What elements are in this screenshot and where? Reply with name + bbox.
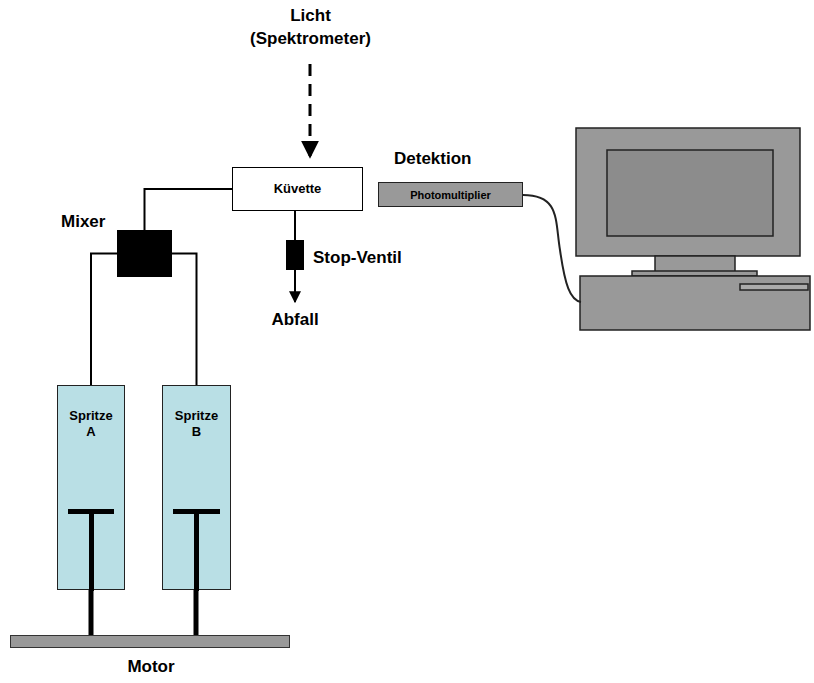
cuvette-box: Küvette	[232, 167, 363, 211]
waste-label: Abfall	[255, 308, 335, 331]
computer	[576, 128, 810, 330]
plunger-rod	[194, 514, 199, 591]
node-text: Photomultiplier	[410, 188, 491, 202]
light-source-label: Licht (Spektrometer)	[243, 4, 378, 50]
syringe: Spritze A	[57, 385, 125, 590]
node-heading: Detektion	[394, 148, 471, 169]
node-text: Spritze A	[64, 408, 118, 440]
tube-connector	[294, 211, 296, 240]
plunger-rod	[89, 590, 94, 636]
node-text: Spritze B	[170, 408, 224, 440]
node-text: Küvette	[274, 181, 322, 197]
photomultiplier-box: DetektionPhotomultiplier	[378, 182, 523, 207]
tube-connector	[91, 254, 117, 386]
plunger-rod	[89, 514, 94, 591]
stop-valve: Stop-Ventil	[286, 240, 304, 270]
waste-outlet	[294, 270, 296, 302]
tube-connector	[145, 189, 233, 230]
plunger-rod	[194, 590, 199, 636]
node-heading: Motor	[11, 656, 291, 677]
mixer-block: Mixer	[117, 230, 172, 277]
node-heading: Stop-Ventil	[313, 247, 402, 268]
light-beam	[309, 64, 312, 157]
cable	[523, 195, 581, 302]
motor-bar: Motor	[10, 635, 290, 648]
node-heading: Mixer	[61, 211, 105, 232]
tube-connector	[172, 254, 197, 386]
syringe: Spritze B	[162, 385, 231, 590]
